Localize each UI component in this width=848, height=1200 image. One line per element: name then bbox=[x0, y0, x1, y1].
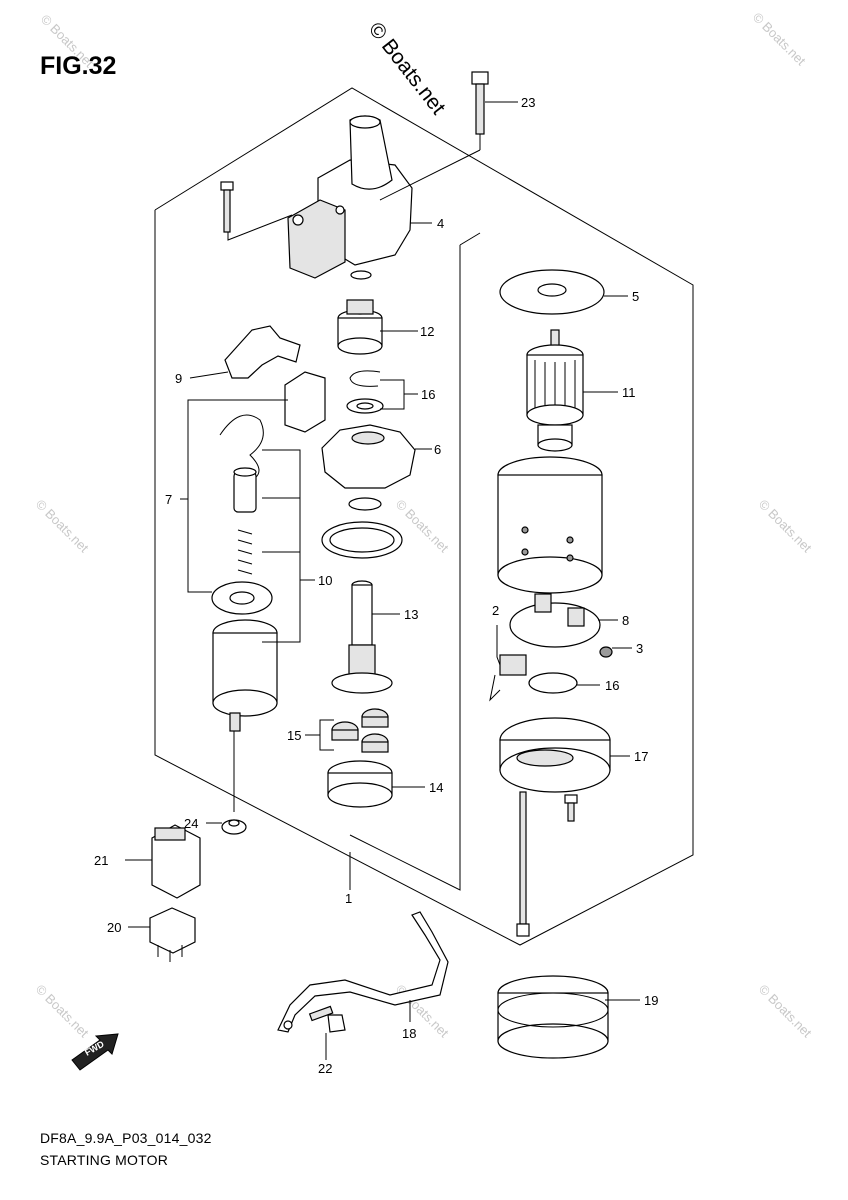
callout-23: 23 bbox=[521, 95, 535, 110]
callout-14: 14 bbox=[429, 780, 443, 795]
bolt-top-left bbox=[220, 181, 293, 241]
callout-17: 17 bbox=[634, 749, 648, 764]
callout-24: 24 bbox=[184, 816, 198, 831]
armature-part bbox=[526, 329, 584, 452]
callout-16-top: 16 bbox=[421, 387, 435, 402]
callout-12: 12 bbox=[420, 324, 434, 339]
callout-5: 5 bbox=[632, 289, 639, 304]
callout-22: 22 bbox=[318, 1061, 332, 1076]
callout-10: 10 bbox=[318, 573, 332, 588]
band-part bbox=[497, 975, 609, 1059]
leader-lines bbox=[125, 101, 640, 1060]
faint-watermark: © Boats.net bbox=[38, 12, 97, 71]
callout-7: 7 bbox=[165, 492, 172, 507]
magnetic-switch-part bbox=[211, 371, 326, 732]
brush-holder-part bbox=[489, 593, 613, 702]
through-bolt bbox=[516, 791, 530, 937]
clip-and-washer bbox=[346, 370, 384, 414]
bolt-22-part bbox=[308, 1005, 346, 1033]
nut-24-part bbox=[221, 731, 247, 835]
internal-gear-part bbox=[327, 760, 393, 808]
planetary-gears-part bbox=[331, 708, 389, 753]
end-frame-part bbox=[499, 717, 611, 793]
callout-15: 15 bbox=[287, 728, 301, 743]
faint-watermark: © Boats.net bbox=[33, 982, 92, 1041]
drive-shaft-part bbox=[331, 580, 393, 694]
callout-labels: 23 4 5 12 11 16 9 6 7 10 13 8 2 3 16 15 … bbox=[94, 95, 658, 1076]
diagram-code: DF8A_9.9A_P03_014_032 bbox=[40, 1130, 212, 1146]
yoke-part bbox=[497, 456, 603, 594]
bolt-23 bbox=[379, 71, 489, 201]
assembly-outline bbox=[154, 87, 694, 946]
shift-lever-part bbox=[224, 325, 301, 379]
callout-1: 1 bbox=[345, 891, 352, 906]
diagram-name: STARTING MOTOR bbox=[40, 1152, 169, 1168]
callout-21: 21 bbox=[94, 853, 108, 868]
o-ring-gasket bbox=[321, 497, 403, 559]
figure-title: FIG.32 bbox=[40, 52, 117, 80]
callout-8: 8 bbox=[622, 613, 629, 628]
callout-20: 20 bbox=[107, 920, 121, 935]
faint-watermarks: © Boats.net © Boats.net © Boats.net © Bo… bbox=[33, 10, 815, 1041]
callout-4: 4 bbox=[437, 216, 444, 231]
faint-watermark: © Boats.net bbox=[33, 497, 92, 556]
callout-19: 19 bbox=[644, 993, 658, 1008]
callout-18: 18 bbox=[402, 1026, 416, 1041]
callout-2: 2 bbox=[492, 603, 499, 618]
callout-16-bottom: 16 bbox=[605, 678, 619, 693]
pinion-gear-part bbox=[337, 299, 383, 355]
callout-13: 13 bbox=[404, 607, 418, 622]
faint-watermark: © Boats.net bbox=[750, 10, 809, 69]
fwd-arrow-icon: FWD bbox=[71, 1033, 119, 1071]
faint-watermark: © Boats.net bbox=[756, 982, 815, 1041]
relay-large-part bbox=[151, 824, 201, 899]
callout-3: 3 bbox=[636, 641, 643, 656]
callout-11: 11 bbox=[622, 385, 636, 400]
faint-watermark: © Boats.net bbox=[393, 497, 452, 556]
callout-6: 6 bbox=[434, 442, 441, 457]
solenoid-housing-part bbox=[287, 115, 413, 280]
relay-small-part bbox=[149, 907, 196, 962]
small-bolt bbox=[564, 794, 578, 822]
callout-9: 9 bbox=[175, 371, 182, 386]
bracket-part bbox=[277, 911, 449, 1033]
end-plate-part bbox=[499, 269, 605, 315]
gear-cover-part bbox=[321, 424, 416, 489]
faint-watermark: © Boats.net bbox=[756, 497, 815, 556]
